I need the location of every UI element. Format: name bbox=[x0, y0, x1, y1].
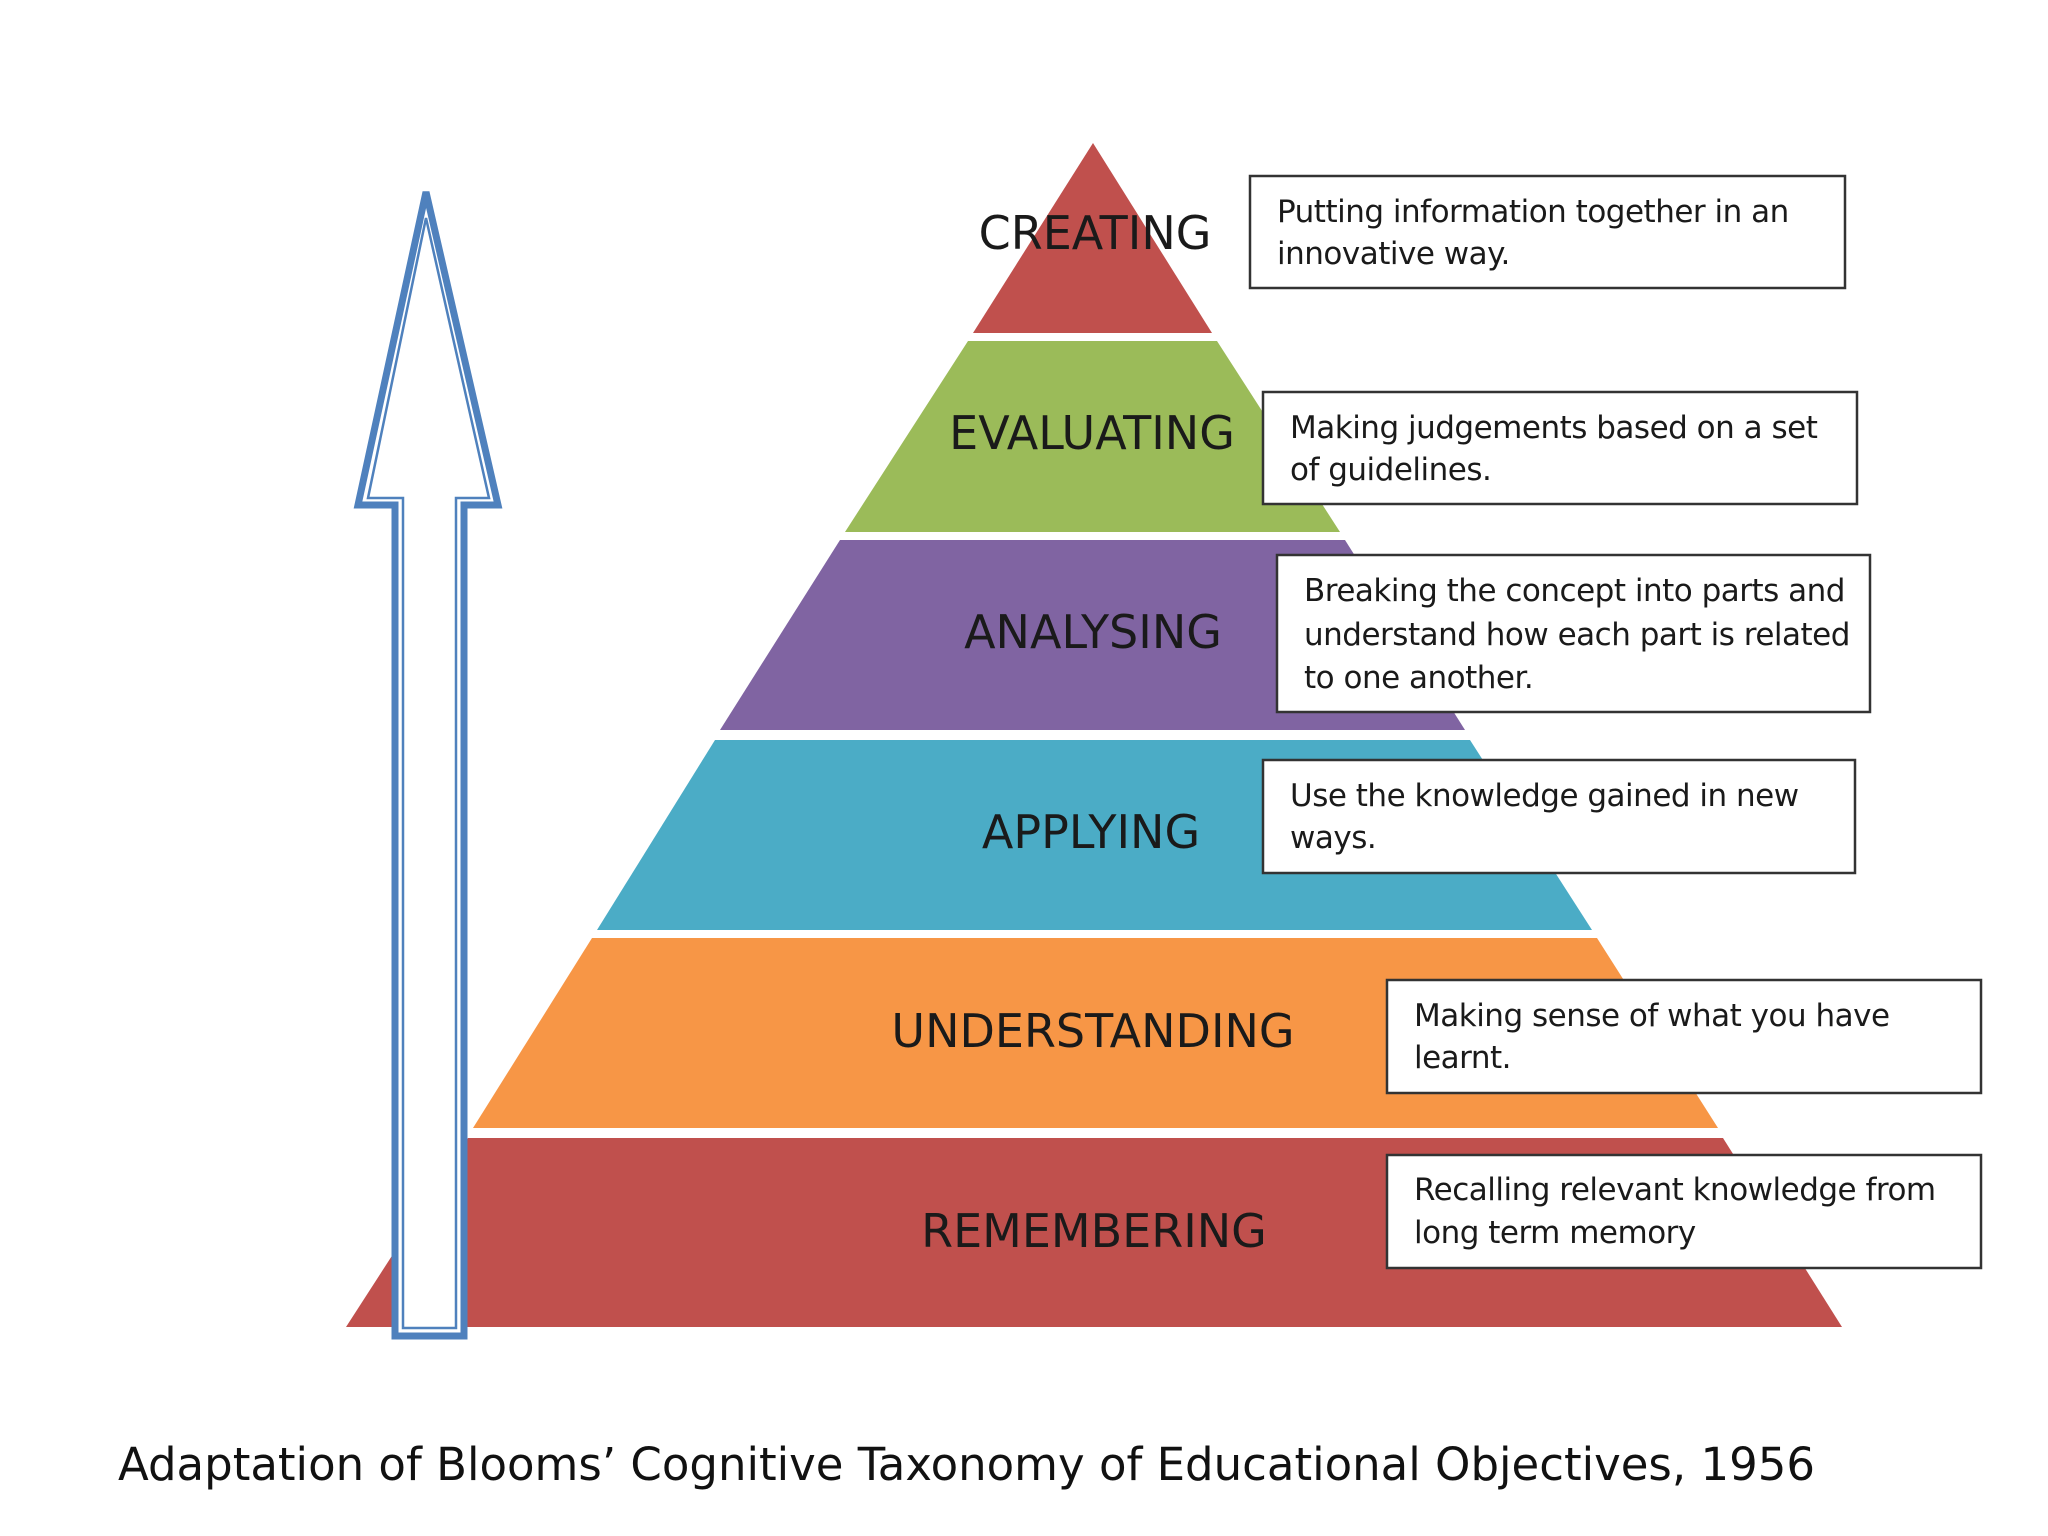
up-arrow-icon bbox=[353, 191, 503, 1340]
description-box bbox=[1261, 390, 1859, 506]
description-line: long term memory bbox=[1414, 1215, 1696, 1251]
description-line: to one another. bbox=[1304, 660, 1533, 696]
caption: Adaptation of Blooms’ Cognitive Taxonomy… bbox=[118, 1438, 1815, 1491]
description-line: understand how each part is related bbox=[1304, 617, 1850, 653]
description-line: Breaking the concept into parts and bbox=[1304, 573, 1845, 609]
description-line: Use the knowledge gained in new bbox=[1290, 778, 1799, 814]
description-line: Putting information together in an bbox=[1277, 194, 1789, 230]
description-remembering: Recalling relevant knowledge from long t… bbox=[1385, 1153, 1983, 1270]
description-boxes: Putting information together in an innov… bbox=[1248, 174, 1983, 1270]
level-labels: CREATING EVALUATING ANALYSING APPLYING U… bbox=[891, 206, 1294, 1258]
description-applying: Use the knowledge gained in new ways. bbox=[1261, 758, 1857, 875]
description-line: learnt. bbox=[1414, 1040, 1511, 1076]
description-box bbox=[1248, 174, 1847, 290]
description-creating: Putting information together in an innov… bbox=[1248, 174, 1847, 290]
level-label-applying: APPLYING bbox=[982, 805, 1200, 859]
arrow-inner-outline bbox=[366, 217, 491, 1330]
description-box bbox=[1385, 978, 1983, 1095]
level-label-understanding: UNDERSTANDING bbox=[891, 1004, 1294, 1058]
description-box bbox=[1261, 758, 1857, 875]
description-analysing: Breaking the concept into parts and unde… bbox=[1275, 553, 1872, 714]
description-understanding: Making sense of what you have learnt. bbox=[1385, 978, 1983, 1095]
pyramid bbox=[346, 143, 1842, 1327]
arrow-outline bbox=[353, 191, 503, 1340]
description-line: Recalling relevant knowledge from bbox=[1414, 1172, 1936, 1208]
level-label-analysing: ANALYSING bbox=[964, 605, 1222, 659]
description-line: Making judgements based on a set bbox=[1290, 410, 1818, 446]
description-line: Making sense of what you have bbox=[1414, 998, 1890, 1034]
level-label-evaluating: EVALUATING bbox=[949, 406, 1235, 460]
description-line: of guidelines. bbox=[1290, 452, 1491, 488]
level-label-creating: CREATING bbox=[979, 206, 1212, 260]
description-evaluating: Making judgements based on a set of guid… bbox=[1261, 390, 1859, 506]
pyramid-band-evaluating bbox=[845, 341, 1340, 532]
level-label-remembering: REMEMBERING bbox=[921, 1204, 1267, 1258]
description-line: innovative way. bbox=[1277, 236, 1510, 272]
pyramid-band-creating bbox=[973, 143, 1212, 333]
description-box bbox=[1385, 1153, 1983, 1270]
description-box bbox=[1275, 553, 1872, 714]
description-line: ways. bbox=[1290, 820, 1376, 856]
